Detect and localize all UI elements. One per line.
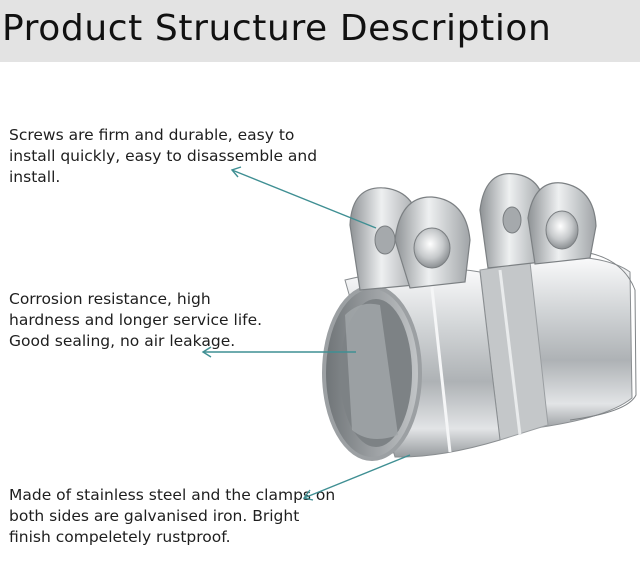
page-title: Product Structure Description (2, 8, 552, 49)
right-clamp-ears (479, 173, 597, 269)
arrow-screws (231, 169, 377, 229)
callout-material: Made of stainless steel and the clamps o… (9, 486, 336, 546)
arrowhead-corrosion (201, 346, 212, 358)
arrowhead-screws (230, 166, 242, 178)
pipe-opening (322, 285, 422, 461)
callout-arrows (201, 166, 411, 501)
arrowhead-material (302, 489, 314, 501)
arrow-material (303, 454, 411, 499)
left-clamp-ears (349, 187, 471, 291)
title-banner: Product Structure Description (0, 0, 640, 62)
callout-corrosion: Corrosion resistance, high hardness and … (9, 290, 263, 350)
callout-screws: Screws are firm and durable, easy to ins… (9, 126, 318, 186)
